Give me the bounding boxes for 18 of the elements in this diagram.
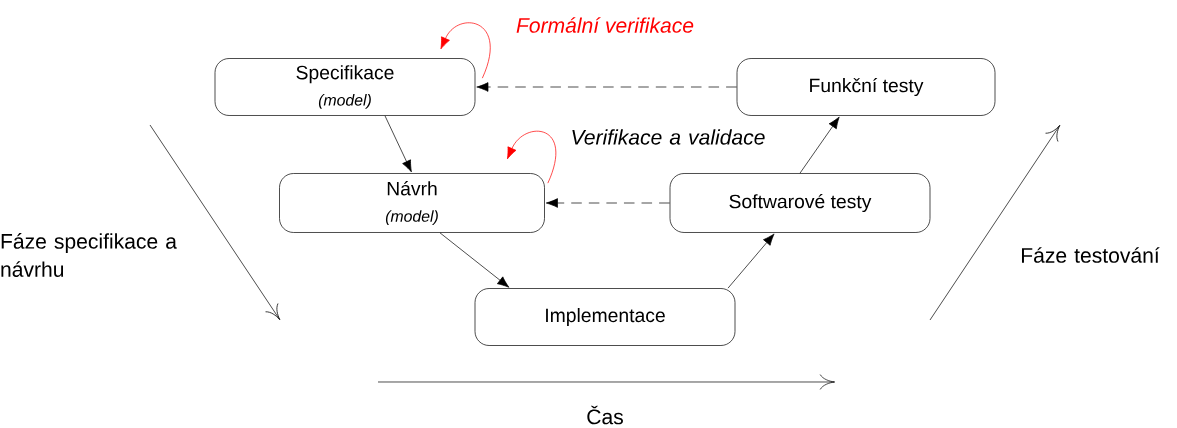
phase-label: Fáze specifikace a návrhu (1, 233, 177, 277)
process-box: Softwarové testy (669, 173, 931, 233)
dashed-arrow (545, 198, 670, 208)
process-box: Návrh (model) (279, 173, 545, 233)
axis-label: Čas (587, 405, 623, 425)
italic-note: Verifikace a validace (572, 129, 765, 145)
arrow (727, 233, 775, 289)
edge-label: Formální verifikace (514, 15, 696, 35)
arrow (384, 115, 412, 173)
process-box: Specifikace (model) (214, 58, 476, 116)
arrow (439, 232, 510, 288)
loop-arrow (440, 22, 491, 79)
dashed-arrow (476, 82, 737, 92)
process-box: Funkční testy (736, 58, 996, 116)
loop-arrow (507, 130, 556, 184)
process-box: Implementace (474, 288, 736, 346)
arrow (799, 116, 840, 174)
phase-label: Fáze testování (1022, 247, 1160, 263)
